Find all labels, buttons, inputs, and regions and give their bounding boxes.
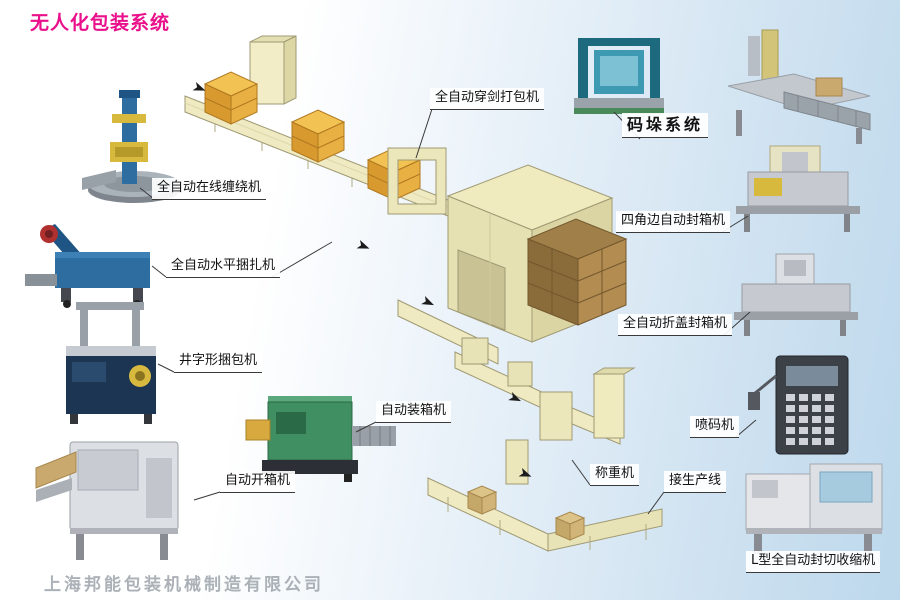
machine-inkjet-printer [748,355,849,455]
inline-press-frame [387,147,447,215]
label-flap-fold-sealer: 全自动折盖封箱机 [618,314,733,336]
infeed-tower [249,35,297,105]
machine-horizontal-strapper [25,224,150,308]
outfeed-conveyor [427,439,663,552]
palletized-load [526,218,628,326]
machine-palletizing-conveyor [727,29,871,144]
machine-corner-sealer [736,145,860,232]
flow-arrow-icon [508,392,521,402]
label-horizontal-strapper: 全自动水平捆扎机 [166,256,281,278]
machine-case-opener [35,441,179,560]
flow-arrow-icon [518,468,532,477]
label-weigher: 称重机 [590,464,640,486]
flow-arrow-icon [356,240,370,249]
leader-lines [139,108,757,515]
machine-l-shrink [745,463,883,554]
machine-palletizer [574,38,664,114]
weigh-station [539,367,636,441]
carton-stack [290,109,346,163]
carton-stack [203,71,259,125]
flow-arrows [192,82,532,477]
label-l-type-shrink-sealer: L型全自动封切收缩机 [746,551,881,573]
label-corner-edge-sealer: 四角边自动封箱机 [616,211,731,233]
label-inline-wrapper: 全自动在线缠绕机 [152,178,267,200]
label-cross-strapper: 井字形捆包机 [174,351,263,373]
label-spear-strapper: 全自动穿剑打包机 [430,88,545,110]
flow-arrow-icon [192,82,206,91]
machine-flap-sealer [734,253,858,336]
label-case-opener: 自动开箱机 [220,471,296,493]
flow-arrow-icon [421,296,434,306]
label-production-line-connection: 接生产线 [664,471,727,493]
label-case-packer: 自动装箱机 [376,401,452,423]
label-palletizing-system: 码垛系统 [622,113,709,139]
company-watermark: 上海邦能包装机械制造有限公司 [44,575,324,595]
machine-cross-strapper [66,302,156,424]
machine-case-packer [245,396,396,482]
label-inkjet-printer: 喷码机 [690,416,740,438]
page-title: 无人化包装系统 [30,12,171,34]
